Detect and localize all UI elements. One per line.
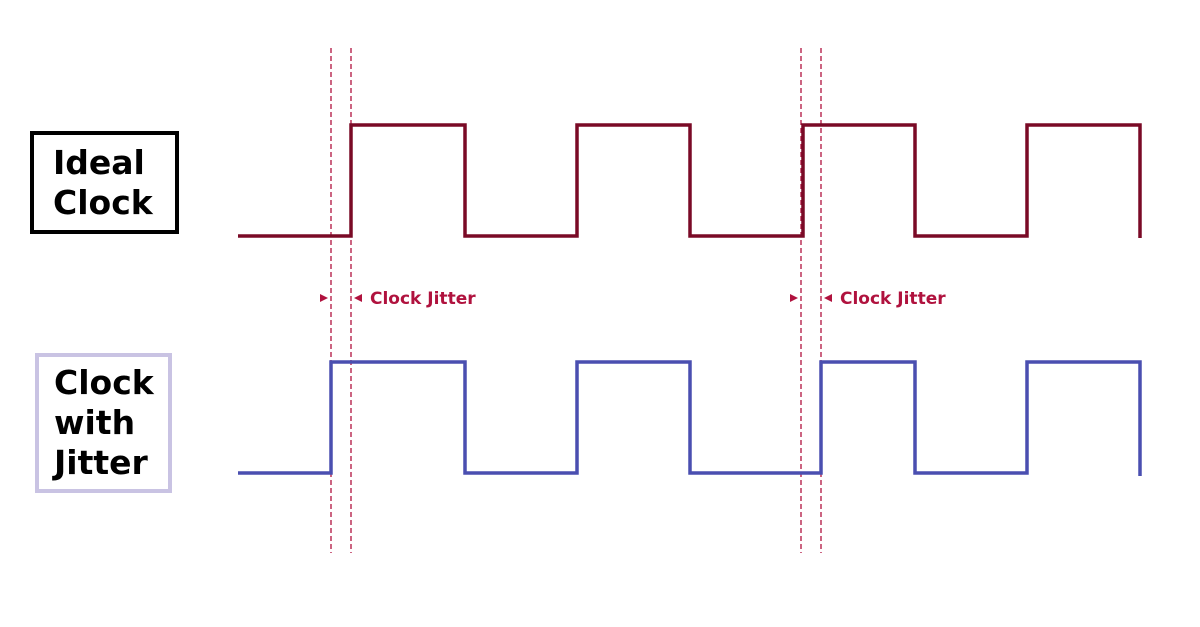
jitter-clock-label-line-3: Jitter (54, 443, 148, 482)
jitter-annotation-label: Clock Jitter (370, 289, 476, 309)
jitter-clock-waveform (238, 360, 1142, 476)
arrow-right-icon (320, 294, 328, 302)
jitter-annotation-2: Clock Jitter (790, 289, 946, 309)
jitter-clock-label-line-1: Clock (54, 363, 154, 402)
ideal-clock-label: Ideal Clock (30, 131, 179, 234)
ideal-clock-label-line-2: Clock (53, 182, 153, 222)
jitter-annotation-label: Clock Jitter (840, 289, 946, 309)
clock-with-jitter-label: Clock with Jitter (35, 353, 172, 493)
jitter-clock-label-line-2: with (54, 403, 136, 442)
ideal-clock-waveform (238, 123, 1142, 238)
arrow-left-icon (354, 294, 362, 302)
arrow-right-icon (790, 294, 798, 302)
jitter-annotation-1: Clock Jitter (320, 289, 476, 309)
ideal-clock-label-line-1: Ideal (53, 142, 145, 182)
arrow-left-icon (824, 294, 832, 302)
